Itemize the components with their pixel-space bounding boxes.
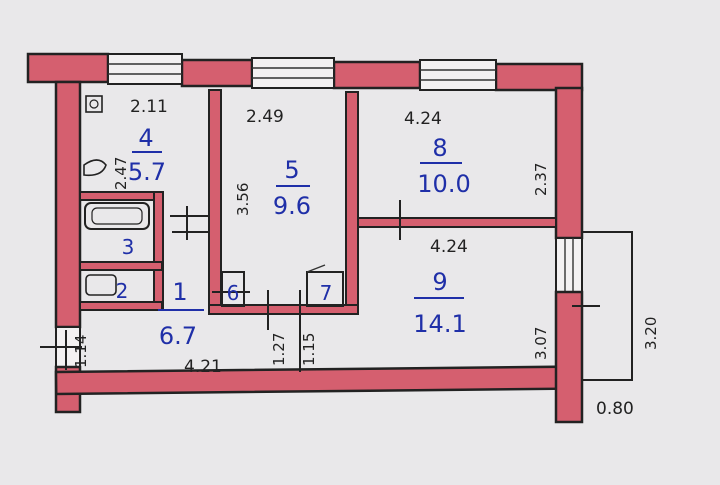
closet-3-number: 3	[122, 235, 135, 259]
top-wall-left	[26, 52, 110, 84]
bathtub-icon	[84, 202, 150, 230]
dim-hall-width: 4.21	[184, 357, 222, 377]
dim-room4-height: 2.47	[112, 157, 130, 190]
top-wall-pier-2	[332, 60, 422, 90]
closet-7-number: 7	[320, 281, 333, 305]
wall-bath-right	[153, 191, 164, 311]
dim-balcony-width: 0.80	[596, 399, 634, 419]
bottom-wall	[54, 365, 578, 396]
toilet-icon	[83, 159, 107, 177]
left-wall-upper	[54, 80, 82, 329]
dim-room8-height: 2.37	[532, 163, 550, 196]
dim-hall-left: 1.14	[72, 335, 90, 368]
wall-bath-mid	[79, 261, 163, 271]
wall-8-9	[357, 217, 557, 228]
sink-icon	[85, 274, 117, 296]
dim-room4-width: 2.11	[130, 97, 168, 117]
balcony-door	[555, 237, 583, 293]
room-9-area: 14.1	[413, 310, 466, 338]
room-5-area: 9.6	[273, 192, 311, 220]
wall-4-5	[208, 89, 222, 313]
dim-room5-width: 2.49	[246, 107, 284, 127]
top-wall-pier-1	[180, 58, 254, 88]
window-1	[107, 53, 183, 85]
window-3	[419, 59, 497, 91]
wall-bath-bottom	[79, 301, 163, 311]
closet-7-box	[306, 271, 344, 307]
stove-icon	[85, 95, 103, 113]
closet-2-number: 2	[116, 279, 129, 303]
room-5-number: 5	[284, 156, 299, 184]
top-wall-right	[494, 62, 584, 92]
wall-5-8	[345, 91, 359, 315]
window-2	[251, 57, 335, 89]
right-wall-upper	[554, 86, 584, 240]
wall-bath-top	[79, 191, 163, 201]
dim-hall-mid1: 1.27	[270, 333, 288, 366]
right-wall-lower	[554, 290, 584, 424]
room-8-number: 8	[432, 134, 447, 162]
dim-hall-mid2: 1.15	[300, 333, 318, 366]
room-1-area: 6.7	[159, 322, 197, 350]
room-9-number: 9	[432, 268, 447, 296]
dim-room5-height: 3.56	[234, 183, 252, 216]
room-1-number: 1	[172, 278, 187, 306]
dim-room9-width: 4.24	[430, 237, 468, 257]
room-4-area: 5.7	[128, 158, 166, 186]
room-4-number: 4	[138, 124, 153, 152]
dim-room8-width: 4.24	[404, 109, 442, 129]
room-8-area: 10.0	[417, 170, 470, 198]
closet-6-number: 6	[227, 281, 240, 305]
dim-room9-height: 3.07	[532, 327, 550, 360]
dim-balcony-height: 3.20	[642, 317, 660, 350]
closet-6-box	[221, 271, 245, 307]
wall-5-bottom	[208, 304, 359, 315]
balcony-outline	[582, 231, 633, 381]
